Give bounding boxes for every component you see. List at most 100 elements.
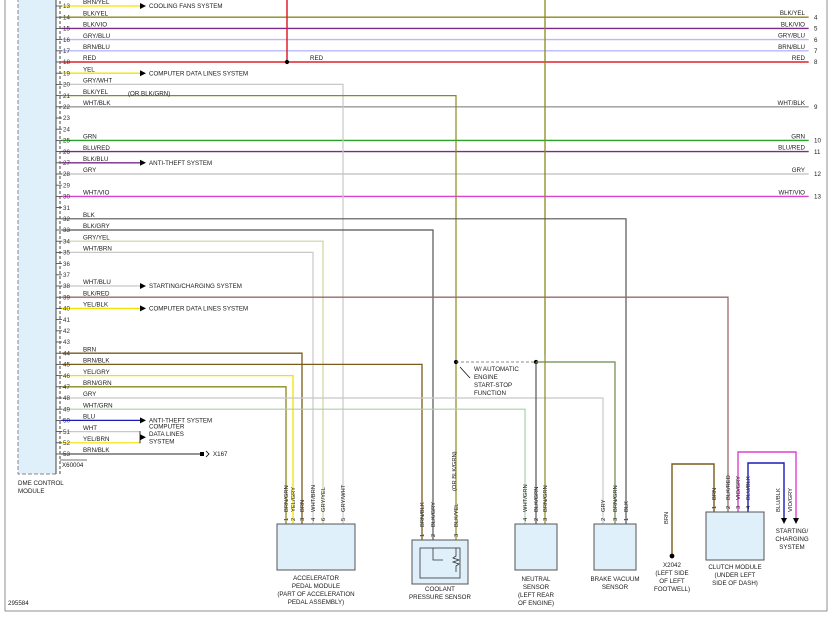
brake-pin-wire-label: BLK [624, 501, 630, 512]
neutral-pin-number: 4 [523, 517, 529, 521]
right-wire-number: 5 [814, 26, 818, 33]
pin-number: 15 [63, 26, 70, 33]
pin-wire-label: BLU/RED [83, 145, 110, 152]
neutral-wht-grn-wire [62, 408, 526, 524]
pin-number: 42 [63, 328, 70, 335]
pin-number: 49 [63, 406, 70, 413]
red-mid-label: RED [310, 55, 324, 62]
pin-number: 41 [63, 317, 70, 324]
brake-blk-wire [62, 218, 627, 524]
right-wire-number: 11 [814, 149, 821, 156]
pin-number: 36 [63, 261, 70, 268]
accel-gry-yel-wire [62, 240, 324, 524]
right-wire-label: BLK/YEL [780, 10, 806, 17]
accelerator-label: PEDAL ASSEMBLY) [288, 599, 344, 606]
clutch-pin-wire-label: VIO/GRY [736, 476, 742, 500]
neutral-pin-wire-label: BLK/GRN [534, 487, 540, 512]
pin-number: 51 [63, 429, 70, 436]
pin-wire-label: GRY [83, 167, 96, 174]
accel-pin-number: 5 [341, 518, 347, 521]
connector-id-label: X60004 [62, 462, 84, 469]
pin-number: 39 [63, 294, 70, 301]
anti-theft-27-arrow-icon [140, 159, 146, 166]
pin-number: 19 [63, 70, 70, 77]
pin-wire-label: WHT/BLK [83, 100, 111, 107]
data-lines-40-arrow-icon [140, 305, 146, 312]
coolant-label: COOLANT [425, 586, 455, 593]
clutch-label: (UNDER LEFT [715, 572, 756, 579]
brake-brn-grn-wire [536, 361, 616, 524]
figure-id: 295584 [8, 600, 29, 607]
pin-number: 50 [63, 418, 70, 425]
clutch-pin-number: 2 [726, 506, 732, 509]
coolant-pin-wire-label: BRN/BLK [420, 502, 426, 527]
accelerator-label: (PART OF ACCELERATION [277, 591, 354, 598]
accel-pin-wire-label: BRN [300, 500, 306, 512]
coolant-pin-number: 3 [454, 534, 460, 537]
pin-number: 20 [63, 82, 70, 89]
accel-pin-number: 2 [291, 518, 297, 521]
module-name: MODULE [18, 488, 44, 495]
pin-number: 26 [63, 149, 70, 156]
right-wire-number: 13 [814, 194, 821, 201]
clutch-pin-wire-label: BLU/BLK [746, 476, 752, 500]
accel-gry-wht-wire [62, 83, 344, 524]
clutch-blu-blk-wire [747, 462, 785, 518]
pin-number: 37 [63, 272, 70, 279]
accel-yel-gry-wire [62, 374, 294, 524]
pin-number: 23 [63, 115, 70, 122]
x2042-label: OF LEFT [659, 578, 685, 585]
right-wire-label: WHT/BLK [777, 100, 805, 107]
pin-wire-label: YEL [83, 66, 95, 73]
pin-number: 34 [63, 238, 70, 245]
neutral-pin-number: 2 [534, 518, 540, 521]
right-wire-number: 7 [814, 48, 818, 55]
accel-pin-number: 1 [284, 518, 290, 521]
neutral-sensor-box [514, 523, 558, 571]
right-wire-label: BLU/RED [778, 145, 805, 152]
callout-line [459, 366, 471, 379]
cooling-fans-arrow-icon [140, 3, 146, 9]
red-splice-dot [284, 59, 290, 65]
pin-number: 47 [63, 384, 70, 391]
anti-theft-27-label: ANTI-THEFT SYSTEM [149, 160, 212, 167]
or-note-21: (OR BLK/GRN) [128, 91, 170, 98]
pin-wire-label: WHT/VIO [83, 190, 110, 197]
accel-pin-wire-label: WHT/BRN [311, 485, 317, 512]
coolant-brn-blk-wire [62, 363, 423, 540]
coolant-blk-gry-wire [62, 229, 434, 540]
coolant-pin-wire-label: BLK/YEL [454, 503, 460, 527]
diagram-frame [4, 0, 828, 612]
data-lines-40-label: COMPUTER DATA LINES SYSTEM [149, 306, 248, 313]
right-wire-label: RED [792, 55, 806, 62]
pin-wire-label: BRN/BLK [83, 358, 110, 365]
ground-icon [200, 452, 204, 456]
clutch-pin-number: 1 [712, 506, 718, 509]
pin-wire-label: YEL/BLK [83, 302, 109, 309]
pin-wire-label: BLK/GRY [83, 223, 110, 230]
coolant-pin-number: 1 [420, 534, 426, 537]
clutch-pin-number: 3 [736, 506, 742, 509]
pin-number: 27 [63, 160, 70, 167]
pin-number: 22 [63, 104, 70, 111]
pin-wire-label: YEL/GRY [83, 369, 110, 376]
starting-wire-label: BLU/BLK [776, 488, 782, 512]
start-stop-note: FUNCTION [474, 390, 506, 397]
accelerator-label: PEDAL MODULE [292, 583, 340, 590]
module-name: DME CONTROL [18, 480, 64, 487]
neutral-pin-wire-label: BRN/GRN [543, 485, 549, 512]
pin-wire-label: BLK/YEL [83, 89, 109, 96]
brake-label: BRAKE VACUUM [590, 576, 639, 583]
accel-pin-number: 6 [321, 518, 327, 521]
brake-pin-number: 3 [613, 518, 619, 521]
x2042-connector-icon [669, 553, 675, 559]
pin-number: 38 [63, 283, 70, 290]
brake-pin-wire-label: BRN/GRN [613, 485, 619, 512]
pin-number: 14 [63, 14, 70, 21]
resistor-icon [432, 548, 461, 572]
pin-wire-label: BRN/GRN [83, 380, 112, 387]
accel-pin-number: 3 [300, 518, 306, 521]
pin-wire-label: BLK/VIO [83, 22, 107, 29]
accel-pin-wire-label: GRY/WHT [341, 484, 347, 512]
pin-wire-label: WHT/BRN [83, 246, 112, 253]
